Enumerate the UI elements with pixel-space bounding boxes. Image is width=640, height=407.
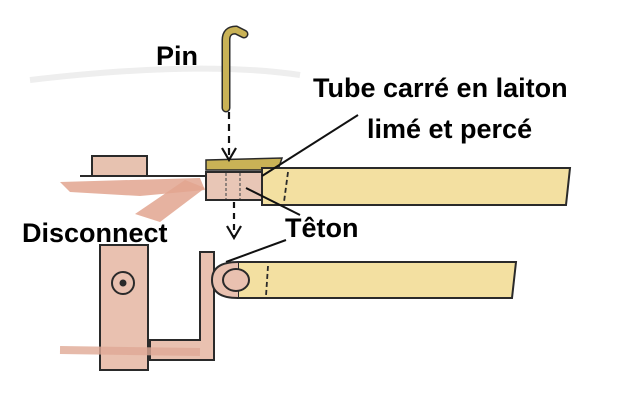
teton-leader-line-lower [225, 239, 287, 263]
background-smudge [29, 65, 301, 83]
pin-path-arrow [221, 112, 237, 163]
tube-label-line1: Tube carré en laiton [313, 73, 568, 103]
disconnect-label: Disconnect [22, 218, 168, 248]
upper-wood-rod [261, 167, 572, 206]
teton-label: Têton [285, 213, 359, 243]
tube-label-line2: limé et percé [367, 114, 533, 144]
lower-pink-bracket [59, 244, 215, 371]
lower-wood-rod [210, 261, 518, 299]
teton-leader-line-upper [245, 187, 301, 216]
pin-label: Pin [156, 41, 199, 71]
tube-leader-line [261, 114, 359, 177]
upper-pink-bar [60, 155, 210, 222]
pin [221, 25, 249, 113]
disconnect-arrow [226, 202, 242, 241]
